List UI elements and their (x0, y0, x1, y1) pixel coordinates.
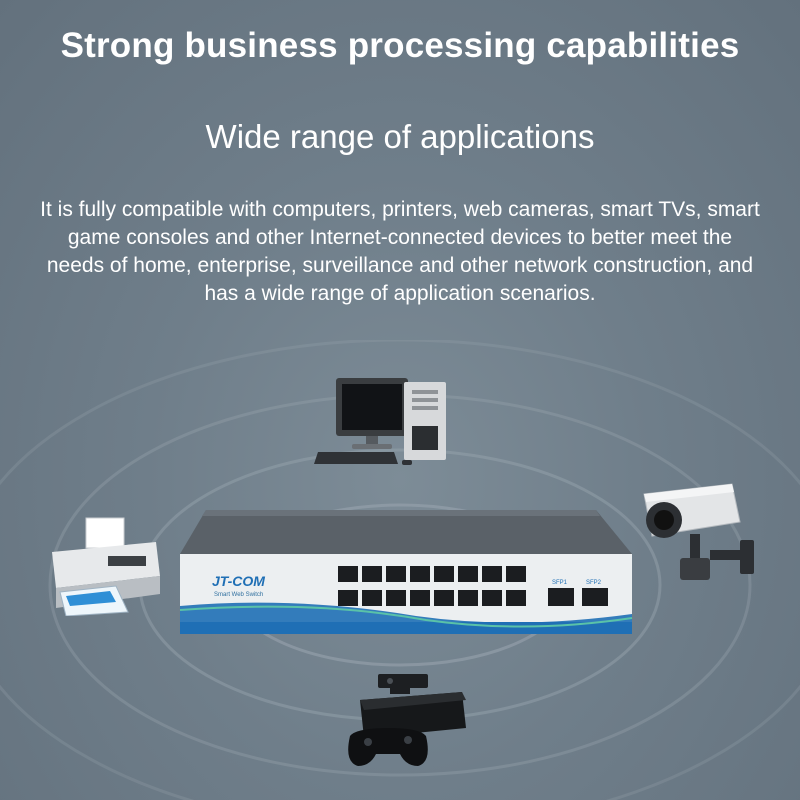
switch-model: Smart Web Switch (214, 592, 263, 598)
sfp2-label: SFP2 (586, 580, 602, 586)
headline: Strong business processing capabilities (60, 26, 740, 65)
desktop-computer-icon (314, 378, 446, 465)
network-switch-icon: SFP1 SFP2 JT-COM Smart Web Switch (179, 510, 633, 634)
switch-brand: JT-COM (212, 573, 265, 589)
sfp1-label: SFP1 (552, 580, 568, 586)
subhead: Wide range of applications (205, 118, 595, 155)
application-scene: SFP1 SFP2 JT-COM Smart Web Switch (0, 340, 800, 800)
game-console-icon (348, 674, 466, 766)
description: It is fully compatible with computers, p… (40, 198, 760, 305)
security-camera-icon (643, 483, 754, 580)
printer-icon (52, 517, 160, 616)
